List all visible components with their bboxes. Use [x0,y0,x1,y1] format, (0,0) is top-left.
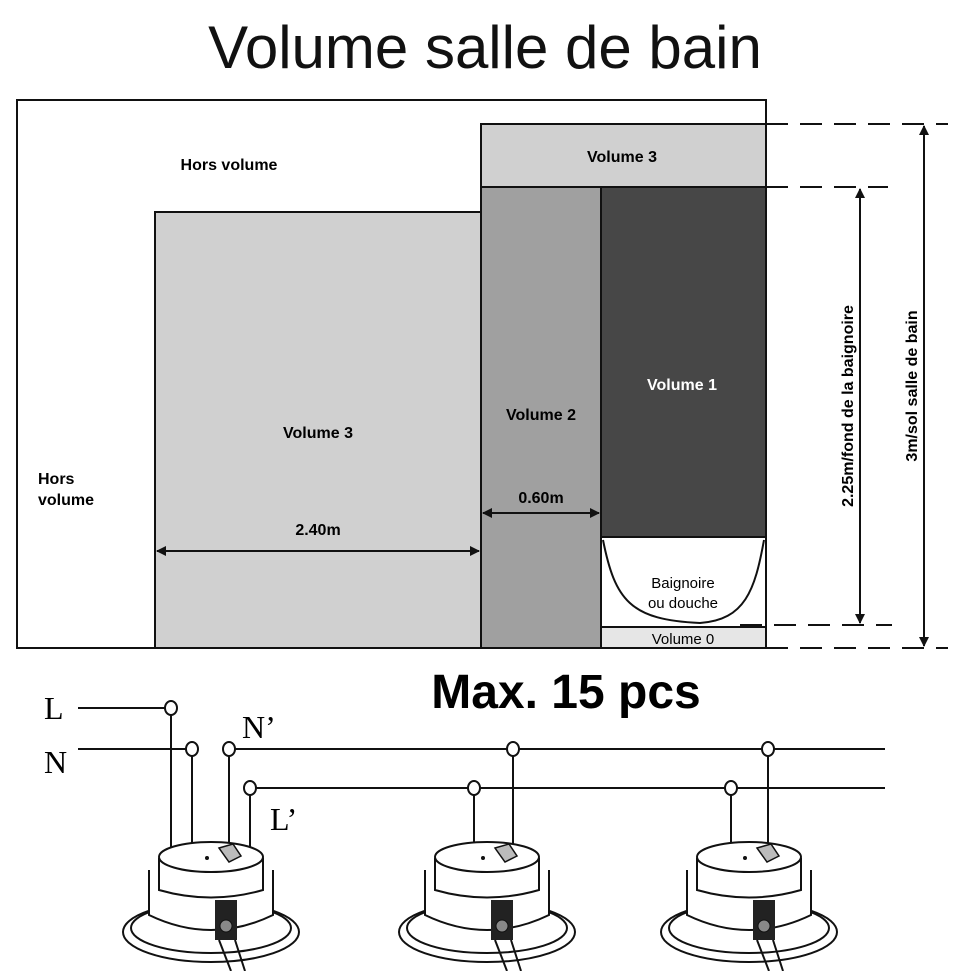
bathtub-shape [602,539,765,625]
lamp-part [696,841,802,873]
label-volume0: Volume 0 [652,631,715,648]
wires [78,707,885,850]
label-volume1: Volume 1 [647,377,717,394]
label-hors-volume-top: Hors volume [181,157,278,174]
label-bath-1: Baignoire [651,575,714,592]
wire-label-L: L [44,690,64,726]
zone-volume2 [480,186,602,649]
downlight-lamp-1 [122,841,300,971]
lamp-part [756,939,770,971]
zone-volume1 [600,186,767,538]
label-volume3-top: Volume 3 [587,149,657,166]
lamp-part [434,841,540,873]
lamp-part [205,856,209,860]
label-volume3-left: Volume 3 [283,425,353,442]
terminal [243,780,257,796]
lamp-part [481,856,485,860]
lamp-part [743,856,747,860]
lamp-part [234,939,246,971]
lamp-part [772,939,784,971]
label-hors-volume-left-1: Hors [38,471,75,488]
label-volume2: Volume 2 [506,407,576,424]
zone-volume0 [600,626,767,649]
terminal [506,741,520,757]
dimension-2-25-label: 2.25m/fond de la baignoire [840,305,857,507]
diagram-title: Volume salle de bain [208,14,762,81]
lamp-part [495,919,509,933]
wire-label-L-prime: L’ [270,801,297,837]
dimension-3m-label: 3m/sol salle de bain [904,310,921,461]
lamp-part [219,919,233,933]
wire-label-N: N [44,744,67,780]
terminal [185,741,199,757]
terminal [467,780,481,796]
lamp-part [218,939,232,971]
dimension-2-40-label: 2.40m [295,522,340,539]
zone-volume3-left [154,211,482,649]
lamp-part [757,919,771,933]
max-pcs-label: Max. 15 pcs [431,666,700,719]
terminal [222,741,236,757]
lamp-part [494,939,508,971]
lamp-part [510,939,522,971]
lamp-part [217,843,243,863]
lamp-part [755,843,781,863]
zone-volume3-top [480,123,767,188]
terminal [761,741,775,757]
downlight-lamp-3 [660,841,838,971]
lamp-part [493,843,519,863]
label-bath-2: ou douche [648,595,718,612]
terminals [164,700,775,796]
downlight-lamp-2 [398,841,576,971]
terminal [164,700,178,716]
terminal [724,780,738,796]
extension-lines [740,123,948,649]
lamp-part [158,841,264,873]
wire-label-N-prime: N’ [242,709,276,745]
label-hors-volume-left-2: volume [38,492,94,509]
dimension-0-60-label: 0.60m [518,490,563,507]
